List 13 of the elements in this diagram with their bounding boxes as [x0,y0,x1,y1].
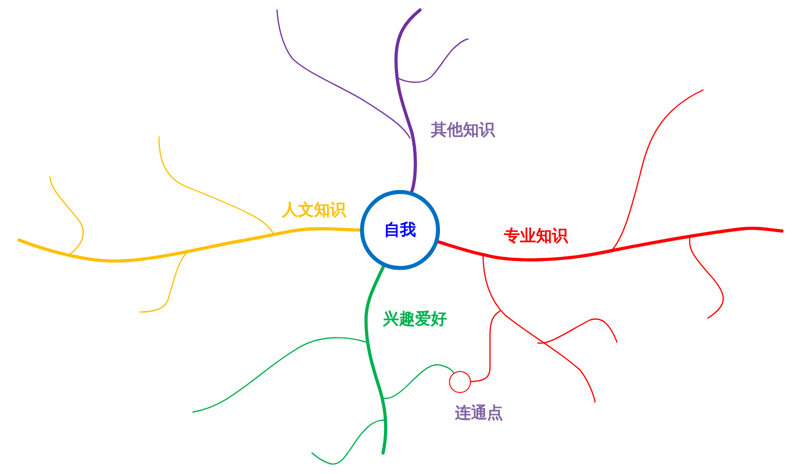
branch-line [364,264,388,455]
branch-label: 人文知识 [282,200,346,220]
branch-label: 兴趣爱好 [383,309,447,328]
node-caption: 连通点 [455,403,503,422]
branch-line [470,310,501,382]
branch-line [394,8,422,194]
branch-line [17,227,362,263]
branch-label: 其他知识 [431,120,495,140]
branch-label: 专业知识 [504,226,568,246]
topic-circle: 自我 [360,190,440,270]
junction-circle [449,371,471,393]
branch-line [381,364,454,400]
branch-line [436,226,784,262]
